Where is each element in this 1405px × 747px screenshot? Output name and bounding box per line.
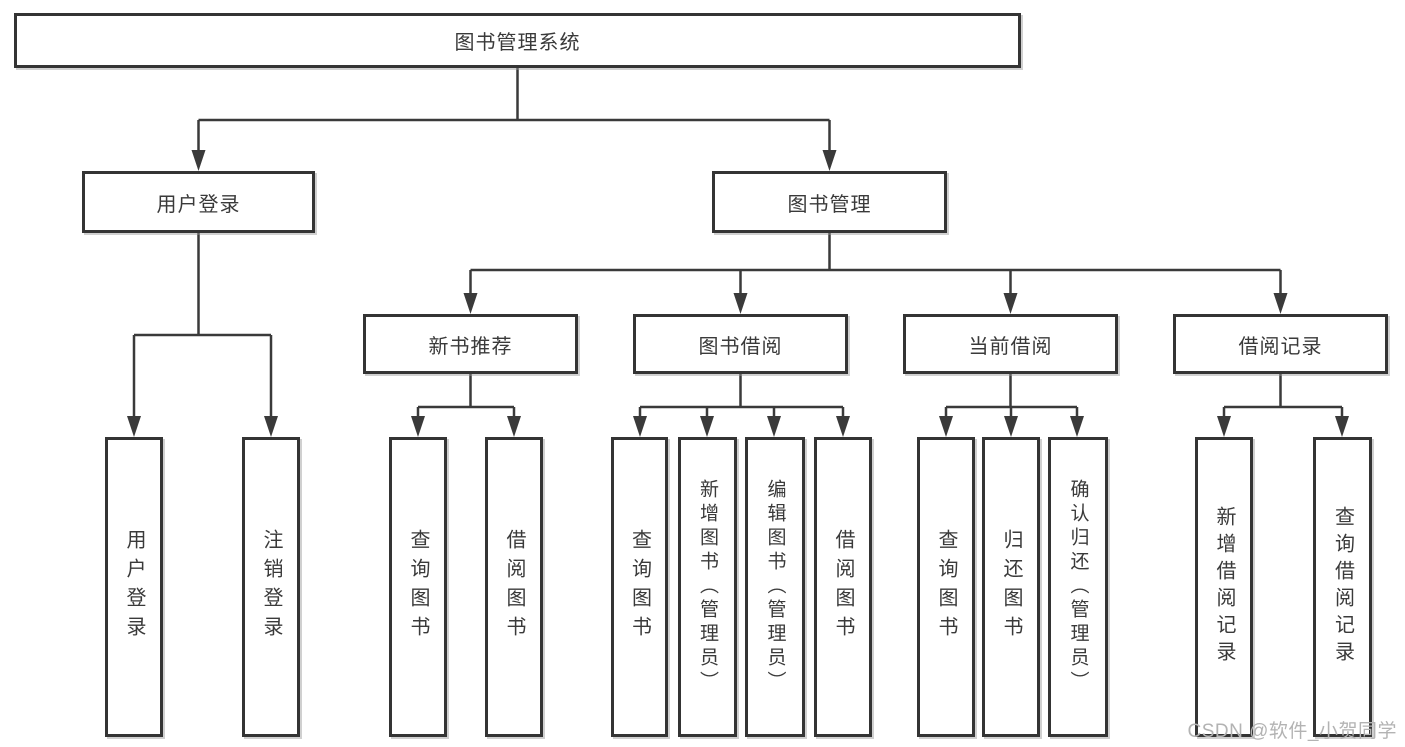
leaf-borrow-book-1: 借阅图书: [485, 437, 543, 737]
leaf-query-book-1-label: 查询图书: [407, 529, 429, 645]
leaf-query-borrow-record-label: 查询借阅记录: [1331, 506, 1354, 668]
node-new-book-rec: 新书推荐: [363, 314, 578, 374]
node-book-mgmt-label: 图书管理: [787, 193, 872, 216]
node-new-book-rec-label: 新书推荐: [428, 335, 513, 358]
node-borrow-records-label: 借阅记录: [1238, 335, 1323, 358]
node-current-borrow-label: 当前借阅: [968, 335, 1053, 358]
leaf-query-book-1: 查询图书: [389, 437, 447, 737]
connector-root: [197, 68, 831, 153]
node-user-login: 用户登录: [82, 171, 315, 233]
arrowheads: [127, 150, 1349, 437]
node-current-borrow: 当前借阅: [903, 314, 1118, 374]
leaf-logout-label: 注销登录: [260, 529, 282, 645]
leaf-query-book-3: 查询图书: [917, 437, 975, 737]
connector-book-mgmt: [469, 233, 1282, 296]
leaf-query-borrow-record: 查询借阅记录: [1313, 437, 1372, 737]
leaf-edit-book-admin-label: 编辑图书（管理员）: [764, 479, 786, 695]
leaf-add-borrow-record-label: 新增借阅记录: [1213, 506, 1235, 668]
leaf-query-book-2-label: 查询图书: [628, 529, 651, 645]
connector-current-borrow: [944, 374, 1079, 419]
node-book-mgmt: 图书管理: [712, 171, 947, 233]
leaf-borrow-book-1-label: 借阅图书: [503, 529, 525, 645]
node-borrow-records: 借阅记录: [1173, 314, 1388, 374]
leaf-query-book-2: 查询图书: [611, 437, 668, 737]
leaf-confirm-return-admin-label: 确认归还（管理员）: [1067, 479, 1089, 695]
connector-user-login: [132, 233, 273, 419]
leaf-add-borrow-record: 新增借阅记录: [1195, 437, 1253, 737]
leaf-add-book-admin-label: 新增图书（管理员）: [697, 479, 718, 695]
leaf-query-book-3-label: 查询图书: [935, 529, 957, 645]
connector-new-book: [416, 374, 516, 419]
leaf-user-login: 用户登录: [105, 437, 163, 737]
node-book-borrow: 图书借阅: [633, 314, 848, 374]
node-user-login-label: 用户登录: [156, 193, 241, 216]
connector-book-borrow: [638, 374, 845, 419]
leaf-borrow-book-2: 借阅图书: [814, 437, 872, 737]
leaf-borrow-book-2-label: 借阅图书: [832, 529, 854, 645]
node-root: 图书管理系统: [14, 13, 1021, 68]
node-root-label: 图书管理系统: [454, 32, 581, 54]
node-book-borrow-label: 图书借阅: [698, 335, 783, 358]
leaf-confirm-return-admin: 确认归还（管理员）: [1048, 437, 1108, 737]
leaf-logout: 注销登录: [242, 437, 300, 737]
leaf-add-book-admin: 新增图书（管理员）: [678, 437, 737, 737]
csdn-watermark: CSDN @软件_小贺同学: [1187, 721, 1397, 742]
leaf-return-book: 归还图书: [982, 437, 1040, 737]
leaf-return-book-label: 归还图书: [1000, 529, 1022, 645]
leaf-user-login-label: 用户登录: [123, 529, 145, 645]
connector-borrow-records: [1222, 374, 1344, 419]
leaf-edit-book-admin: 编辑图书（管理员）: [745, 437, 805, 737]
